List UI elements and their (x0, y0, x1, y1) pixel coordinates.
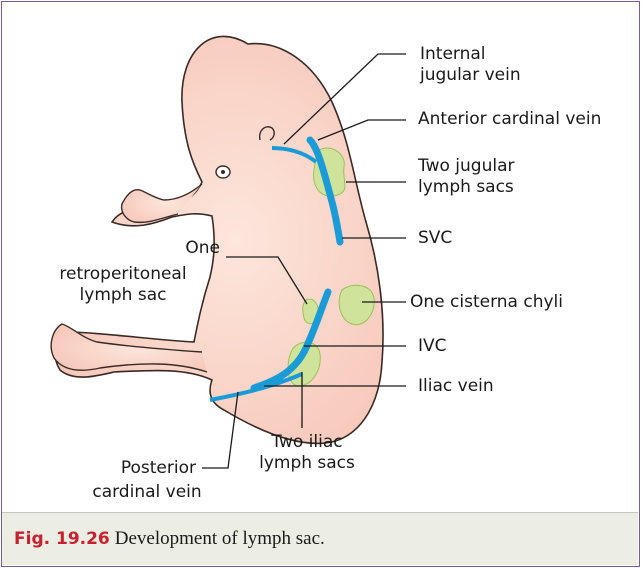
label-internal-jugular-vein: Internal jugular vein (420, 44, 521, 86)
figure-number: Fig. 19.26 (14, 529, 110, 549)
label-ivc: IVC (418, 336, 447, 357)
label-posterior-cardinal-line2: cardinal vein (62, 482, 232, 503)
label-line: lymph sacs (418, 177, 514, 198)
label-jugular-lymph-sacs: Two jugular lymph sacs (418, 156, 514, 198)
label-retroperitoneal-lines: retroperitoneal lymph sac (28, 264, 218, 306)
figure-caption: Fig. 19.26 Development of lymph sac. (14, 526, 325, 551)
label-line: Posterior (62, 458, 196, 479)
label-cisterna-chyli: One cisterna chyli (410, 292, 563, 313)
label-posterior-cardinal-vein: Posterior (62, 458, 196, 479)
label-line: lymph sacs (252, 453, 362, 474)
figure-caption-text: Development of lymph sac. (115, 528, 325, 549)
label-anterior-cardinal-vein: Anterior cardinal vein (418, 109, 601, 130)
label-iliac-lymph-sacs: Two iliac lymph sacs (252, 432, 362, 474)
label-svc: SVC (418, 228, 452, 249)
diagram-area: Internal jugular vein Anterior cardinal … (2, 2, 638, 512)
label-retroperitoneal-lymph-sac: One (42, 238, 220, 259)
label-line: jugular vein (420, 65, 521, 86)
label-line: Two jugular (418, 156, 514, 177)
label-line: Internal (420, 44, 521, 65)
label-line: Two iliac (252, 432, 362, 453)
label-line: lymph sac (28, 285, 218, 306)
label-line: One (42, 238, 220, 259)
caption-bar: Fig. 19.26 Development of lymph sac. (2, 512, 638, 565)
label-line: retroperitoneal (28, 264, 218, 285)
label-iliac-vein: Iliac vein (418, 376, 494, 397)
